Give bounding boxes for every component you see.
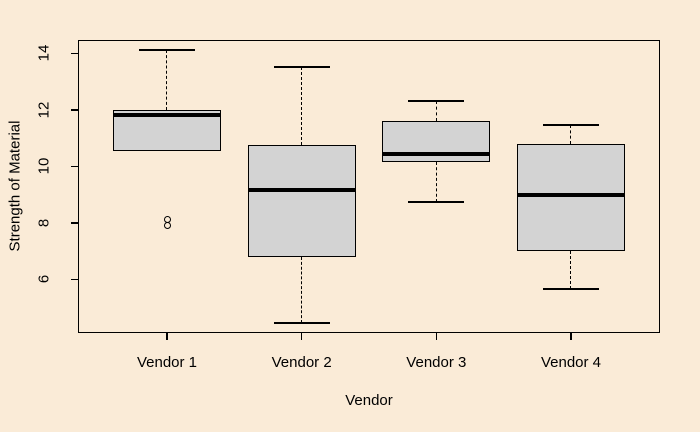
x-axis-tick-label: Vendor 4 (540, 354, 602, 371)
y-axis-tick-label: 12 (35, 101, 53, 119)
upper-whisker-vendor-1 (166, 50, 168, 110)
y-axis-tick-label: 6 (35, 275, 53, 284)
lower-whisker-cap-vendor-2 (273, 322, 330, 325)
median-line-vendor-1 (113, 113, 221, 118)
upper-whisker-vendor-2 (300, 67, 302, 146)
y-axis-tick (71, 109, 78, 111)
lower-whisker-cap-vendor-4 (543, 288, 599, 291)
outlier-point-vendor-1 (163, 222, 171, 230)
plot-area-border (78, 40, 660, 333)
median-line-vendor-3 (382, 151, 491, 156)
upper-whisker-vendor-3 (435, 101, 437, 122)
x-axis-tick (570, 333, 572, 340)
box-vendor-3 (382, 121, 491, 163)
y-axis-tick (71, 165, 78, 168)
y-axis-tick (71, 52, 78, 55)
y-axis-tick (71, 222, 78, 224)
upper-whisker-cap-vendor-2 (273, 66, 330, 69)
x-axis-tick-label: Vendor 1 (136, 354, 198, 371)
x-axis-tick (435, 333, 438, 340)
y-axis-tick-label: 8 (35, 218, 53, 227)
y-axis-tick (71, 278, 78, 281)
lower-whisker-vendor-3 (435, 162, 437, 202)
lower-whisker-vendor-2 (300, 256, 302, 324)
lower-whisker-vendor-4 (570, 251, 572, 290)
y-axis-tick-label: 14 (35, 44, 53, 62)
y-axis-tick-label: 10 (35, 157, 53, 175)
x-axis-tick (300, 333, 303, 340)
x-axis-tick-label: Vendor 3 (406, 354, 467, 371)
upper-whisker-vendor-4 (570, 125, 572, 144)
box-vendor-4 (517, 143, 625, 252)
upper-whisker-cap-vendor-3 (408, 100, 465, 103)
lower-whisker-cap-vendor-3 (408, 200, 465, 203)
x-axis-label: Vendor (345, 392, 393, 409)
median-line-vendor-2 (247, 188, 356, 193)
x-axis-tick-label: Vendor 2 (271, 354, 332, 371)
box-vendor-2 (247, 145, 356, 257)
upper-whisker-cap-vendor-4 (543, 124, 599, 127)
upper-whisker-cap-vendor-1 (139, 49, 195, 52)
x-axis-tick (166, 333, 168, 340)
median-line-vendor-4 (517, 192, 625, 197)
